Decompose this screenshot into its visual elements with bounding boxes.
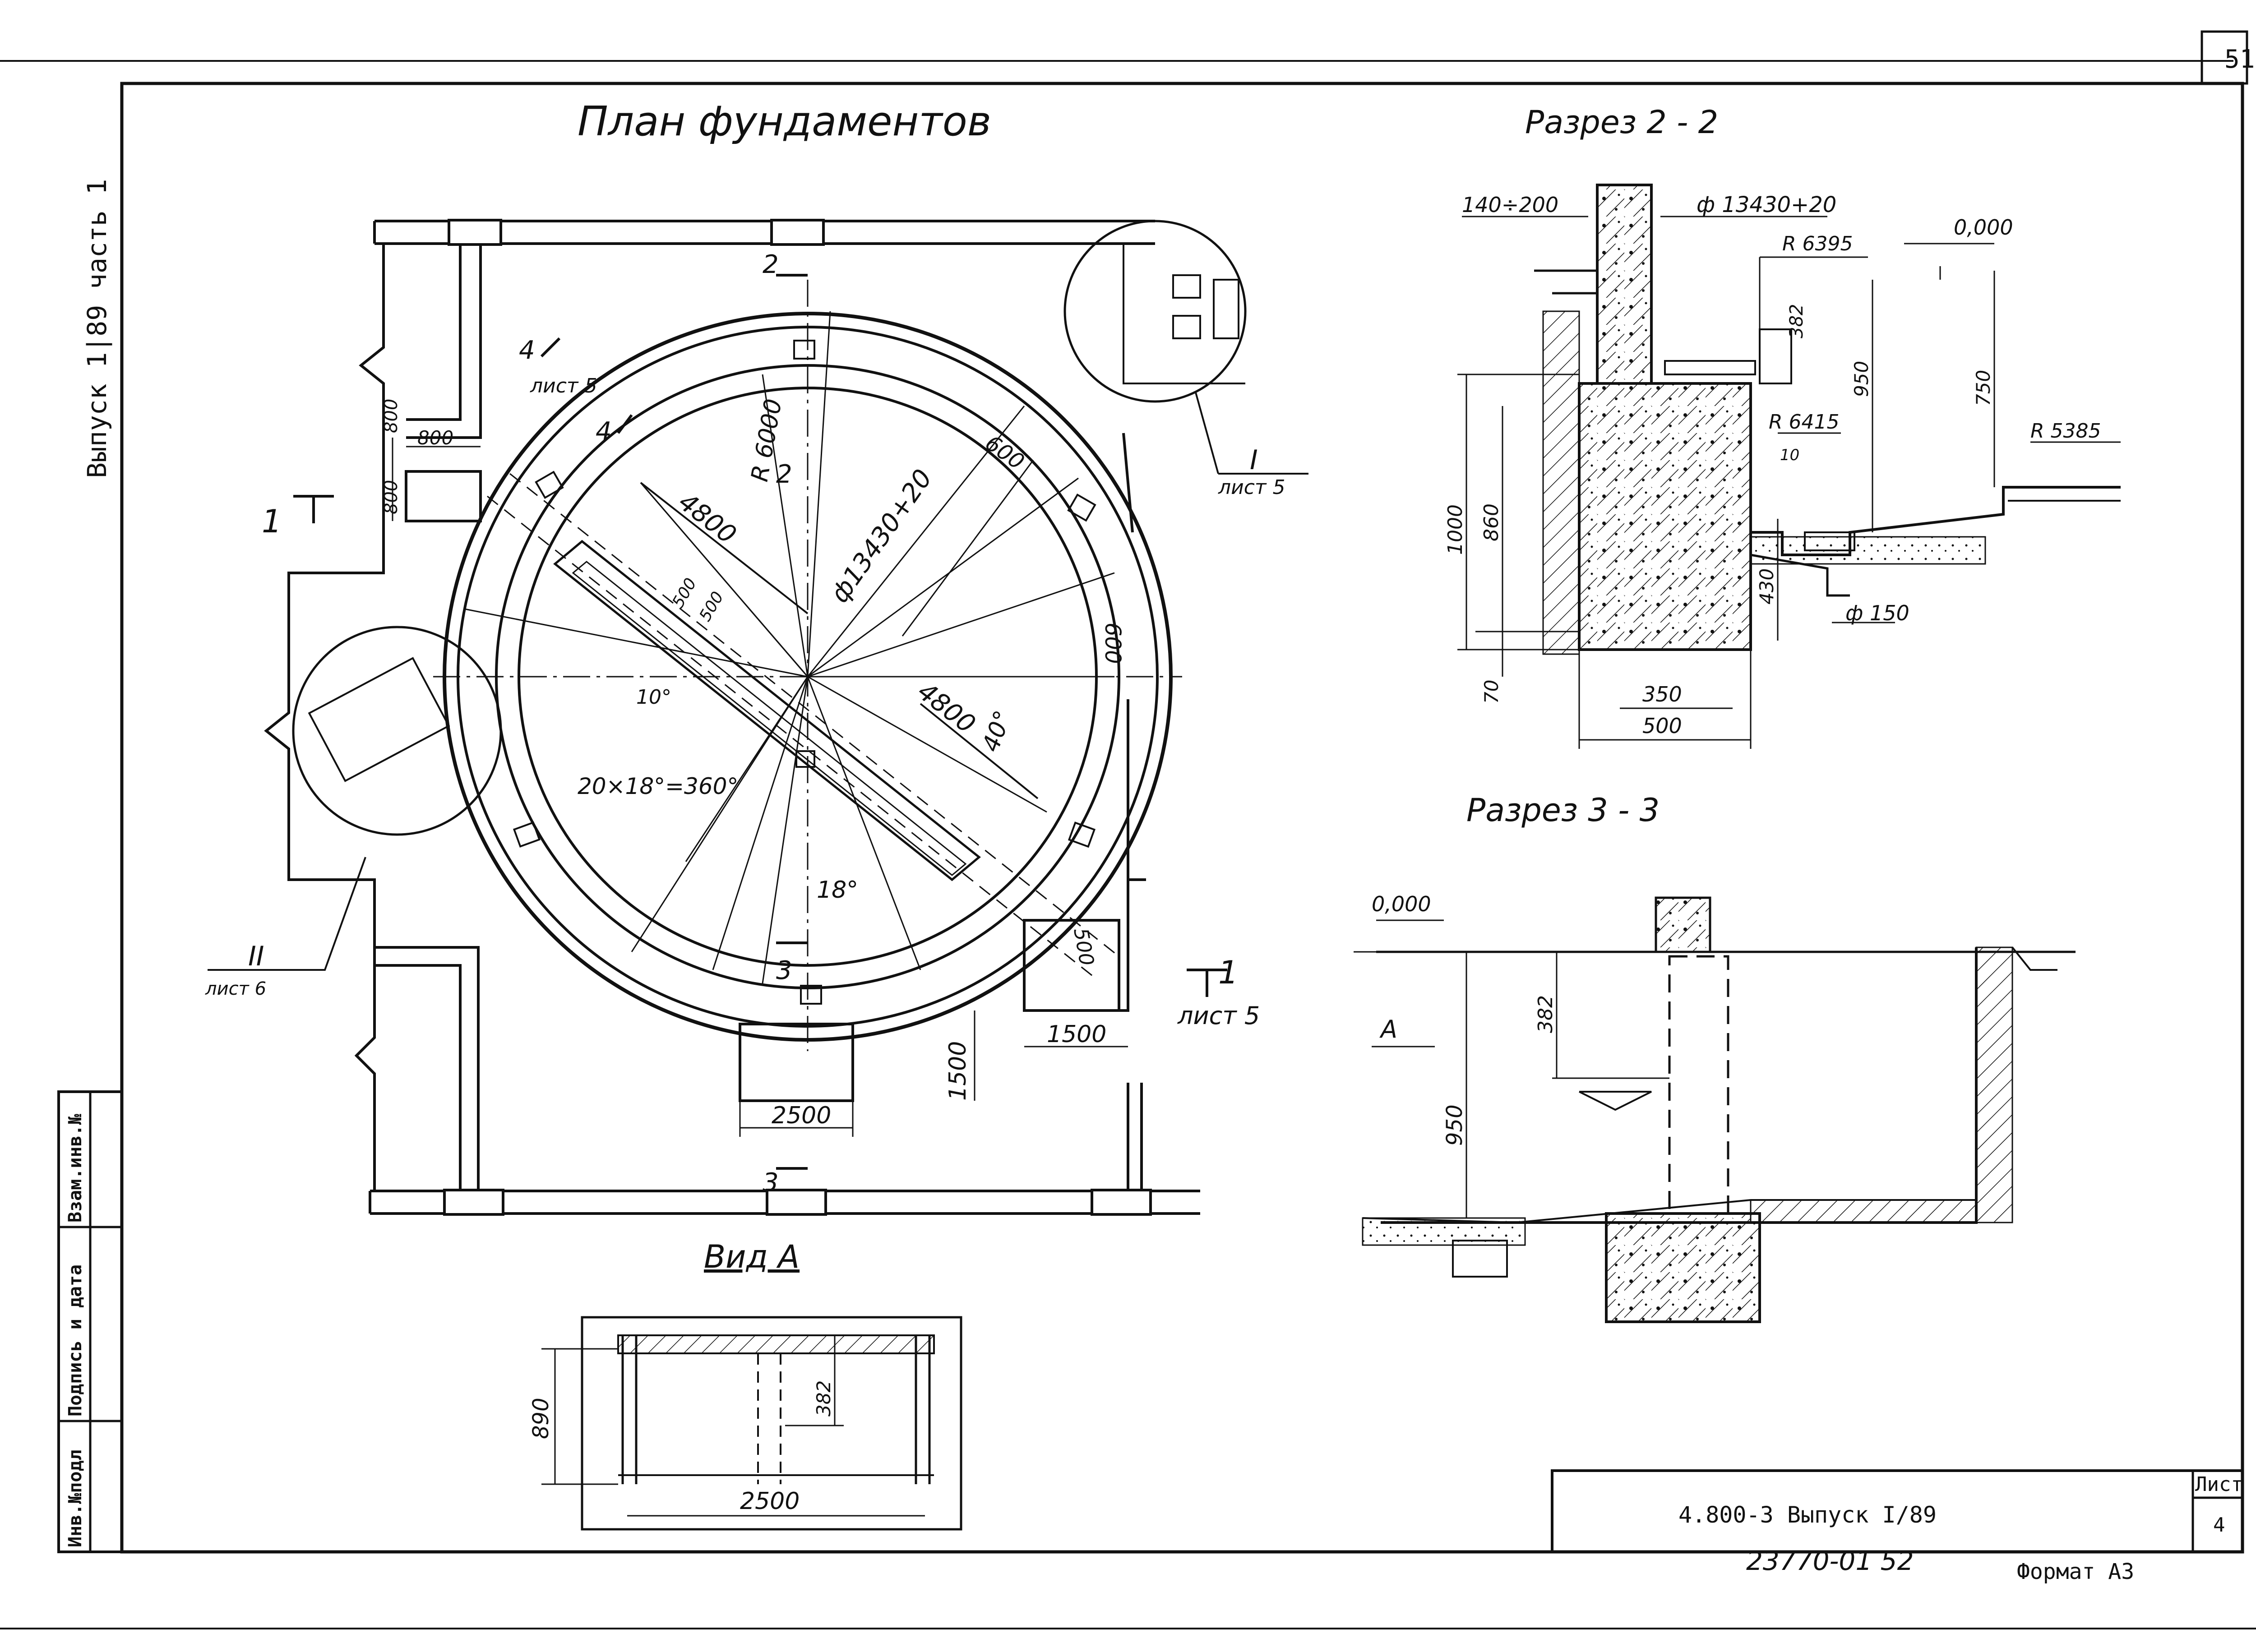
left-stamp bbox=[57, 1090, 123, 1553]
cut-4-sheet: лист 5 bbox=[530, 374, 597, 397]
dim-500a: 500 bbox=[669, 575, 700, 611]
plan-title: План фундаментов bbox=[578, 98, 991, 145]
plan-dimension-lines bbox=[392, 438, 1128, 1137]
s22-350: 350 bbox=[1642, 682, 1682, 706]
cut-2-mid-label: 2 bbox=[776, 460, 792, 489]
page-number-box bbox=[2201, 30, 2248, 85]
node-II-label: II bbox=[248, 941, 264, 972]
s22-500: 500 bbox=[1642, 714, 1682, 738]
archive-number: 23770-01 52 bbox=[1746, 1546, 1914, 1576]
s33-382: 382 bbox=[1534, 995, 1557, 1033]
dim-600a: 600 bbox=[980, 430, 1029, 475]
ring-division: 20×18°=360° bbox=[578, 773, 738, 799]
s22-750: 750 bbox=[1972, 370, 1994, 406]
paper-format: Формат А3 bbox=[2017, 1559, 2134, 1584]
dim-500b: 500 bbox=[696, 588, 727, 624]
detail-circle-II bbox=[208, 626, 502, 971]
dim-800b: 800 bbox=[381, 399, 402, 433]
title-block bbox=[1551, 1469, 2244, 1553]
diagonal-beam bbox=[487, 473, 1119, 980]
section-cut-markers bbox=[293, 274, 1227, 1170]
angle-10: 10° bbox=[636, 686, 671, 709]
s22-860: 860 bbox=[1480, 503, 1503, 541]
detail-circle-I bbox=[1063, 220, 1308, 475]
dim-1500b: 1500 bbox=[1047, 1021, 1106, 1048]
dim-800c: 800 bbox=[381, 480, 402, 514]
s22-diameter: ф 13430+20 bbox=[1697, 192, 1836, 217]
cut-4-label: 4 bbox=[519, 336, 535, 365]
s22-70: 70 bbox=[1480, 680, 1502, 704]
stamp-replace-inv: Взам.инв.№ bbox=[65, 1114, 86, 1223]
va-2500: 2500 bbox=[740, 1488, 800, 1515]
node-I-sheet: лист 5 bbox=[1218, 476, 1285, 499]
page-number: 51 bbox=[2224, 45, 2255, 74]
stamp-signature-date: Подпись и дата bbox=[65, 1264, 86, 1417]
series-label: Выпуск 1|89 часть 1 bbox=[82, 179, 112, 478]
cut-1-sheet: лист 5 bbox=[1177, 1001, 1260, 1030]
stamp-inv-number: Инв.№подл bbox=[65, 1449, 86, 1547]
view-a-title: Вид А bbox=[704, 1238, 800, 1275]
list-label: Лист bbox=[2195, 1473, 2243, 1496]
dim-600b: 600 bbox=[1100, 623, 1125, 664]
section-2-2 bbox=[1457, 184, 2121, 749]
cut-2-top-label: 2 bbox=[763, 250, 779, 279]
s22-pipe: ф 150 bbox=[1845, 601, 1909, 625]
s22-r6395: R 6395 bbox=[1782, 232, 1853, 255]
s33-950: 950 bbox=[1442, 1104, 1467, 1146]
cut-1b-label: 1 bbox=[1218, 954, 1239, 991]
cut-1-label: 1 bbox=[262, 503, 282, 540]
s33-level: 0,000 bbox=[1372, 892, 1431, 916]
s22-430: 430 bbox=[1756, 568, 1778, 605]
s22-level: 0,000 bbox=[1954, 215, 2013, 240]
list-number: 4 bbox=[2213, 1514, 2225, 1537]
va-890: 890 bbox=[528, 1398, 554, 1439]
drawing-border bbox=[120, 82, 2244, 1554]
va-382: 382 bbox=[813, 1380, 835, 1417]
s22-wall: 140÷200 bbox=[1462, 193, 1558, 217]
node-II-sheet: лист 6 bbox=[205, 978, 266, 999]
section-2-2-title: Разрез 2 - 2 bbox=[1525, 104, 1718, 141]
s22-1000: 1000 bbox=[1444, 504, 1467, 555]
cut-4b-label: 4 bbox=[596, 417, 612, 446]
foundation-plan bbox=[208, 219, 1308, 1216]
cut-3-mid-label: 3 bbox=[776, 956, 792, 985]
view-a bbox=[541, 1316, 962, 1531]
section-3-3 bbox=[1354, 896, 2076, 1323]
angle-18: 18° bbox=[817, 877, 858, 904]
s22-950: 950 bbox=[1850, 361, 1872, 397]
s22-382: 382 bbox=[1786, 304, 1807, 338]
section-3-3-title: Разрез 3 - 3 bbox=[1466, 792, 1660, 829]
s33-view-a: А bbox=[1379, 1015, 1397, 1043]
radial-lines bbox=[464, 311, 1115, 984]
s22-r5385: R 5385 bbox=[2030, 420, 2101, 443]
s22-r6415: R 6415 bbox=[1769, 411, 1840, 434]
node-I-label: I bbox=[1250, 444, 1258, 476]
dim-1500a: 1500 bbox=[944, 1041, 971, 1101]
dim-4800b: 4800 bbox=[912, 677, 980, 739]
dim-diameter: ф13430+20 bbox=[825, 464, 938, 608]
angle-40: 40° bbox=[977, 707, 1017, 755]
document-code: 4.800-3 Выпуск I/89 bbox=[1678, 1502, 1937, 1528]
cut-3-bot-label: 3 bbox=[763, 1168, 779, 1197]
dim-4800a: 4800 bbox=[673, 487, 741, 550]
dim-2500-plan: 2500 bbox=[772, 1102, 831, 1129]
anchor-plates bbox=[513, 340, 1096, 1005]
s22-10: 10 bbox=[1780, 446, 1799, 464]
dim-800a: 800 bbox=[417, 427, 453, 449]
building-walls bbox=[264, 219, 1200, 1216]
